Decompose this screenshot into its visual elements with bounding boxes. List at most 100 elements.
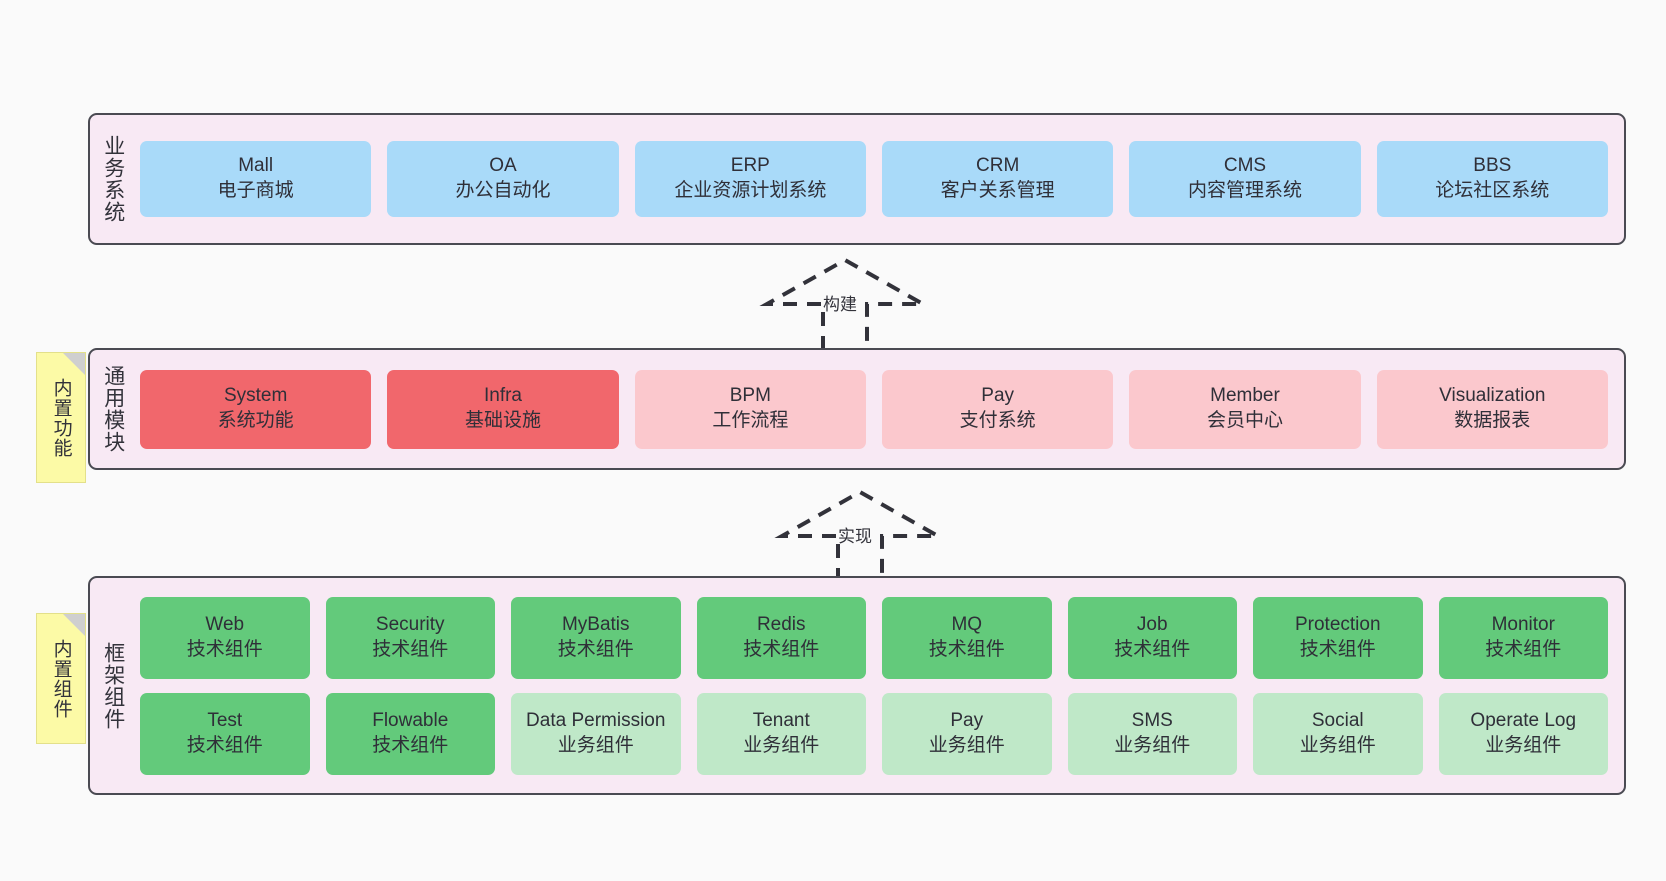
node-protection[interactable]: Protection 技术组件: [1253, 596, 1423, 679]
node-pay-component[interactable]: Pay 业务组件: [882, 692, 1052, 775]
node-subtitle: 业务组件: [928, 734, 1005, 756]
node-title: Operate Log: [1470, 709, 1577, 731]
page-fold-icon: [63, 353, 85, 375]
layer-body-business: Mall 电子商城 OA 办公自动化 ERP 企业资源计划系统 CRM 客户关系…: [136, 115, 1624, 243]
node-erp[interactable]: ERP 企业资源计划系统: [634, 141, 866, 217]
generalization-arrow-icon: [774, 489, 946, 584]
node-subtitle: 系统功能: [217, 410, 294, 431]
node-title: BPM: [729, 385, 771, 407]
node-subtitle: 客户关系管理: [940, 180, 1055, 201]
node-title: Pay: [950, 709, 984, 731]
node-title: Monitor: [1491, 613, 1555, 635]
node-subtitle: 基础设施: [464, 410, 541, 431]
layer-body-common: System 系统功能 Infra 基础设施 BPM 工作流程 Pay 支付系统…: [136, 350, 1624, 468]
node-title: Web: [205, 613, 245, 635]
layer-business-systems[interactable]: 业务系统 Mall 电子商城 OA 办公自动化 ERP 企业资源计划系统 CRM…: [88, 113, 1626, 245]
node-redis[interactable]: Redis 技术组件: [696, 596, 866, 679]
node-mybatis[interactable]: MyBatis 技术组件: [511, 596, 681, 679]
node-title: BBS: [1473, 155, 1512, 177]
layer-framework-components[interactable]: 框架组件 Web 技术组件 Security 技术组件 MyBatis 技术组件…: [88, 576, 1626, 795]
node-title: Test: [207, 709, 243, 731]
node-subtitle: 技术组件: [186, 734, 263, 756]
node-bbs[interactable]: BBS 论坛社区系统: [1376, 141, 1608, 217]
node-title: MyBatis: [561, 613, 630, 635]
sticky-note-label: 内置组件: [50, 638, 72, 719]
node-subtitle: 技术组件: [1114, 638, 1191, 660]
node-flowable[interactable]: Flowable 技术组件: [325, 692, 495, 775]
node-subtitle: 论坛社区系统: [1435, 180, 1550, 201]
layer-row: System 系统功能 Infra 基础设施 BPM 工作流程 Pay 支付系统…: [140, 369, 1608, 449]
node-job[interactable]: Job 技术组件: [1067, 596, 1237, 679]
connector-implement: 实现: [770, 484, 950, 584]
node-title: Security: [375, 613, 445, 635]
node-mall[interactable]: Mall 电子商城: [140, 141, 372, 217]
node-title: Flowable: [372, 709, 449, 731]
node-subtitle: 技术组件: [372, 734, 449, 756]
node-title: System: [223, 385, 288, 407]
layer-row: Web 技术组件 Security 技术组件 MyBatis 技术组件 Redi…: [140, 596, 1608, 679]
node-operate-log[interactable]: Operate Log 业务组件: [1438, 692, 1608, 775]
node-subtitle: 技术组件: [557, 638, 634, 660]
layer-row: Mall 电子商城 OA 办公自动化 ERP 企业资源计划系统 CRM 客户关系…: [140, 141, 1608, 217]
layer-common-modules[interactable]: 通用模块 System 系统功能 Infra 基础设施 BPM 工作流程 Pay…: [88, 348, 1626, 470]
node-title: SMS: [1131, 709, 1173, 731]
node-system[interactable]: System 系统功能: [140, 369, 372, 449]
node-title: Tenant: [752, 709, 810, 731]
connector-build: 构建: [755, 252, 935, 352]
layer-label-business: 业务系统: [101, 135, 125, 223]
node-title: Visualization: [1439, 385, 1546, 407]
node-sms[interactable]: SMS 业务组件: [1067, 692, 1237, 775]
node-subtitle: 业务组件: [557, 734, 634, 756]
layer-body-framework: Web 技术组件 Security 技术组件 MyBatis 技术组件 Redi…: [136, 578, 1624, 793]
node-test[interactable]: Test 技术组件: [140, 692, 310, 775]
node-tenant[interactable]: Tenant 业务组件: [696, 692, 866, 775]
sticky-note-builtin-component[interactable]: 内置组件: [36, 613, 86, 744]
node-subtitle: 内容管理系统: [1187, 180, 1302, 201]
layer-row: Test 技术组件 Flowable 技术组件 Data Permission …: [140, 692, 1608, 775]
node-subtitle: 技术组件: [928, 638, 1005, 660]
connector-label-implement: 实现: [838, 527, 872, 546]
node-subtitle: 支付系统: [959, 410, 1036, 431]
node-monitor[interactable]: Monitor 技术组件: [1438, 596, 1608, 679]
sticky-note-label: 内置功能: [50, 377, 72, 458]
layer-label-common: 通用模块: [101, 365, 125, 453]
node-subtitle: 技术组件: [372, 638, 449, 660]
node-subtitle: 业务组件: [1299, 734, 1376, 756]
node-title: Redis: [756, 613, 806, 635]
node-bpm[interactable]: BPM 工作流程: [634, 369, 866, 449]
node-subtitle: 技术组件: [1299, 638, 1376, 660]
node-member[interactable]: Member 会员中心: [1129, 369, 1361, 449]
node-title: Job: [1136, 613, 1168, 635]
node-pay-module[interactable]: Pay 支付系统: [881, 369, 1114, 449]
node-subtitle: 办公自动化: [455, 180, 551, 201]
node-title: Data Permission: [526, 709, 666, 731]
node-visualization[interactable]: Visualization 数据报表: [1376, 369, 1608, 449]
node-title: ERP: [730, 155, 770, 177]
node-title: CRM: [976, 155, 1020, 177]
node-title: Infra: [483, 385, 522, 407]
node-subtitle: 业务组件: [1114, 734, 1191, 756]
node-cms[interactable]: CMS 内容管理系统: [1129, 141, 1361, 217]
node-web[interactable]: Web 技术组件: [140, 596, 310, 679]
node-title: Protection: [1294, 613, 1381, 635]
node-infra[interactable]: Infra 基础设施: [387, 369, 619, 449]
node-title: CMS: [1223, 155, 1267, 177]
page-fold-icon: [63, 614, 85, 636]
connector-label-build: 构建: [823, 295, 857, 314]
node-subtitle: 业务组件: [743, 734, 820, 756]
node-security[interactable]: Security 技术组件: [325, 596, 495, 679]
node-subtitle: 技术组件: [186, 638, 263, 660]
node-subtitle: 电子商城: [217, 180, 294, 201]
node-crm[interactable]: CRM 客户关系管理: [881, 141, 1114, 217]
node-mq[interactable]: MQ 技术组件: [882, 596, 1052, 679]
sticky-note-builtin-function[interactable]: 内置功能: [36, 352, 86, 483]
node-title: Member: [1210, 385, 1280, 407]
node-oa[interactable]: OA 办公自动化: [387, 141, 619, 217]
node-subtitle: 技术组件: [743, 638, 820, 660]
node-data-permission[interactable]: Data Permission 业务组件: [511, 692, 681, 775]
node-subtitle: 技术组件: [1485, 638, 1562, 660]
node-social[interactable]: Social 业务组件: [1253, 692, 1423, 775]
layer-label-framework: 框架组件: [101, 641, 125, 730]
node-title: Mall: [238, 155, 274, 177]
